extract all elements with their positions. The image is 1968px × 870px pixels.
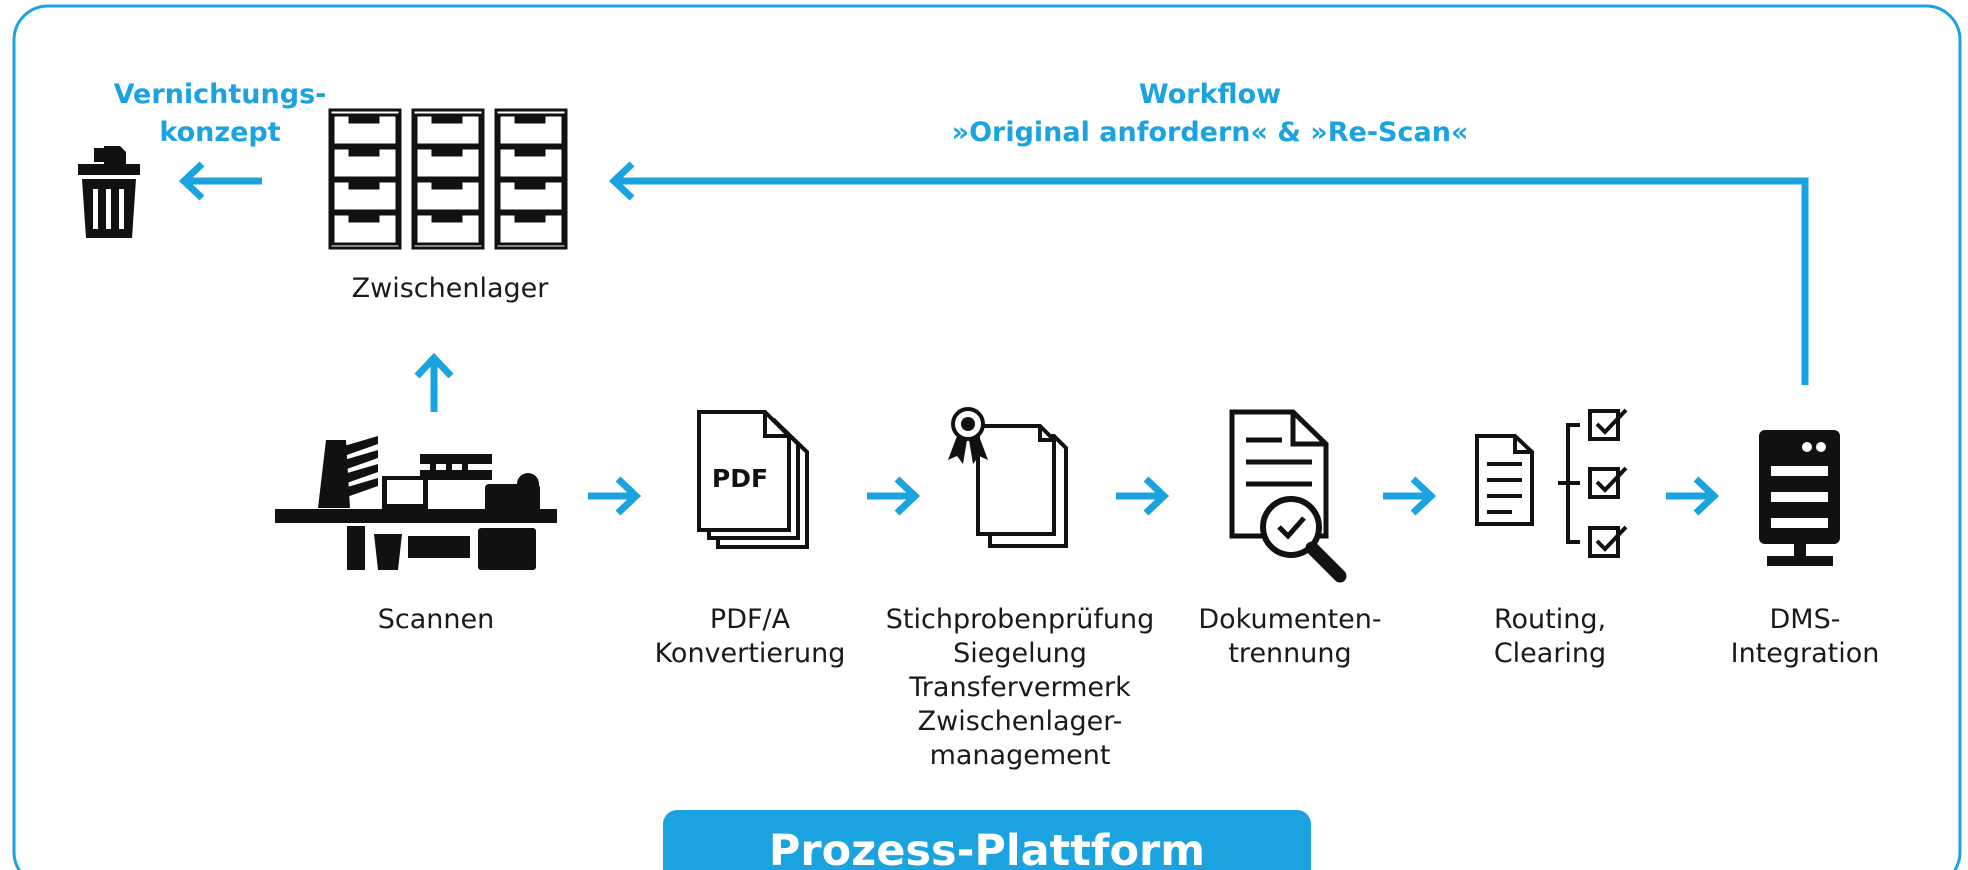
step-label-routing: Routing, Clearing [1440, 603, 1660, 671]
process-arrow-4 [1383, 479, 1431, 513]
arrow-to-destruction [178, 161, 262, 201]
process-arrow-3 [1116, 479, 1164, 513]
step-label-separation: Dokumenten- trennung [1180, 603, 1400, 671]
step-label-seal: Stichprobenprüfung Siegelung Transferver… [870, 603, 1170, 773]
pdf-documents-icon: PDF [697, 410, 809, 549]
storage-label-text: Zwischenlager [351, 273, 549, 304]
trash-icon [78, 146, 140, 238]
process-arrow-2 [867, 479, 915, 513]
process-arrow-1 [588, 479, 636, 513]
step-pdf-line-2: Konvertierung [654, 638, 846, 669]
outer-frame [12, 4, 1962, 870]
destruction-label: Vernichtungs- konzept [100, 76, 340, 152]
svg-text:PDF: PDF [712, 464, 768, 493]
destruction-label-line-1: Vernichtungs- [113, 79, 327, 110]
platform-label: Prozess-Plattform [768, 826, 1206, 870]
step-dms-line-2: Integration [1730, 638, 1880, 669]
routing-checklist-icon [1475, 408, 1628, 558]
destruction-label-line-2: konzept [159, 117, 281, 148]
workflow-return-arrow [608, 161, 1809, 385]
step-seal-line-3: Transfervermerk [909, 672, 1131, 703]
process-arrow-5 [1666, 479, 1714, 513]
step-separation-line-2: trennung [1228, 638, 1352, 669]
step-seal-line-1: Stichprobenprüfung [885, 604, 1155, 635]
step-seal-line-4: Zwischenlager- [917, 706, 1123, 737]
server-icon [1759, 430, 1840, 566]
workflow-label: Workflow »Original anfordern« & »Re-Scan… [860, 76, 1560, 152]
step-label-dms: DMS- Integration [1700, 603, 1910, 671]
step-separation-line-1: Dokumenten- [1198, 604, 1382, 635]
step-label-pdf: PDF/A Konvertierung [630, 603, 870, 671]
document-inspection-icon [1229, 409, 1347, 583]
step-seal-line-2: Siegelung [953, 638, 1087, 669]
step-routing-line-1: Routing, [1493, 604, 1607, 635]
step-dms-line-1: DMS- [1769, 604, 1841, 635]
arrow-to-storage [414, 352, 454, 412]
platform-banner: Prozess-Plattform [663, 810, 1311, 870]
step-seal-line-5: management [929, 740, 1111, 771]
workflow-label-line-2: »Original anfordern« & »Re-Scan« [951, 117, 1469, 148]
step-routing-line-2: Clearing [1493, 638, 1607, 669]
step-pdf-line-1: PDF/A [709, 604, 791, 635]
storage-label: Zwischenlager [300, 272, 600, 306]
scanner-station-icon [275, 436, 557, 570]
workflow-label-line-1: Workflow [1138, 79, 1282, 110]
step-scan-line-1: Scannen [377, 604, 495, 635]
step-label-scan: Scannen [336, 603, 536, 637]
sealed-document-icon [948, 407, 1068, 548]
filing-cabinet-icon [328, 108, 568, 250]
